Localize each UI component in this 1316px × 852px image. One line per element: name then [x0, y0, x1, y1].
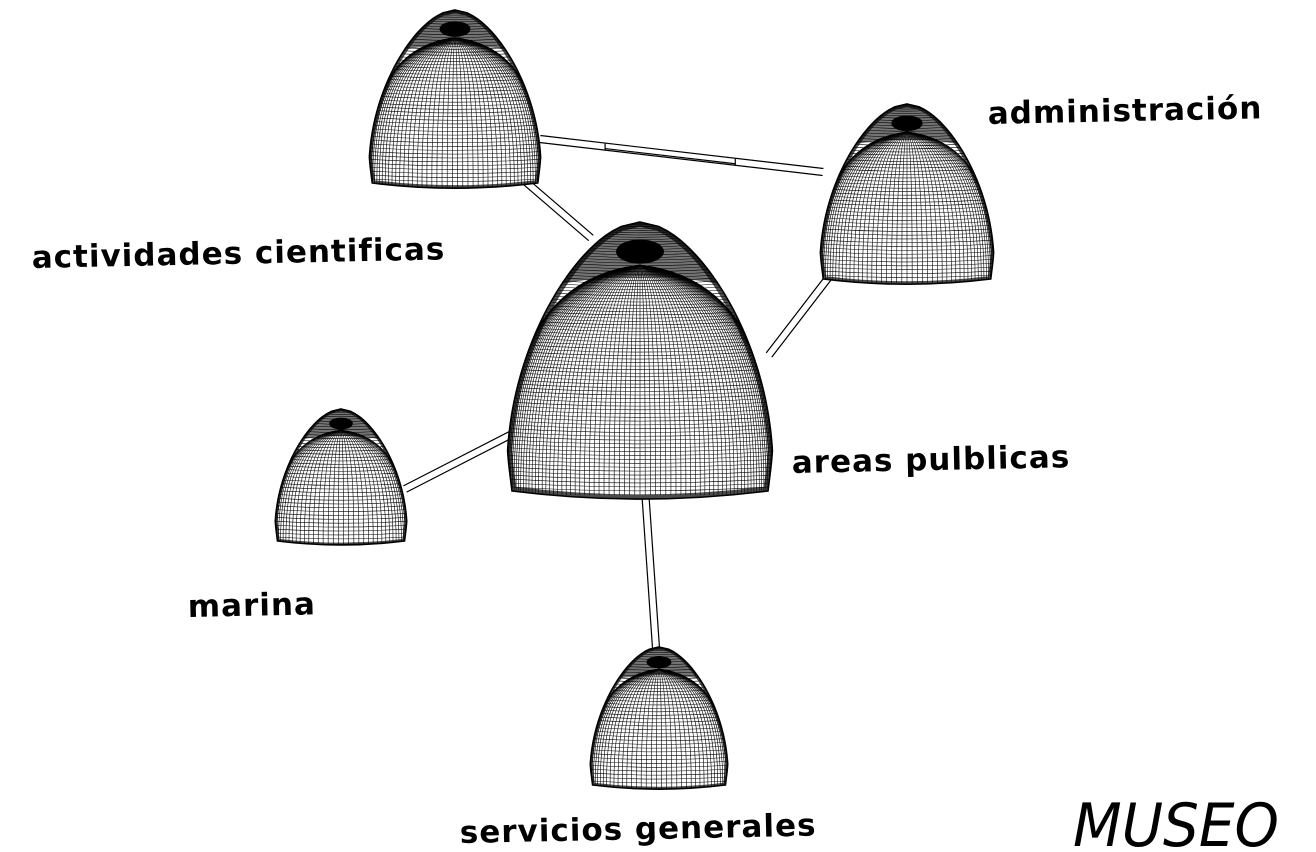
dome-mesh [820, 104, 994, 285]
label-administracion: administración [987, 90, 1262, 132]
label-areas-publicas: areas pulblicas [791, 439, 1070, 481]
connector-marina-areas [403, 428, 518, 493]
label-servicios-generales: servicios generales [459, 808, 816, 851]
dome-servicios-generales [589, 646, 729, 790]
connector-actividades-administracion [539, 134, 824, 177]
page-title: MUSEO [1073, 791, 1279, 852]
dome-actividades-cientificas [368, 9, 542, 189]
connector-servicios-areas [640, 488, 661, 649]
dome-administracion [819, 103, 995, 286]
dome-marina [274, 408, 408, 546]
domes [274, 9, 995, 790]
label-actividades-cientificas: actividades cientificas [31, 231, 445, 276]
label-marina: marina [187, 586, 316, 625]
dome-areas-publicas [506, 221, 774, 500]
